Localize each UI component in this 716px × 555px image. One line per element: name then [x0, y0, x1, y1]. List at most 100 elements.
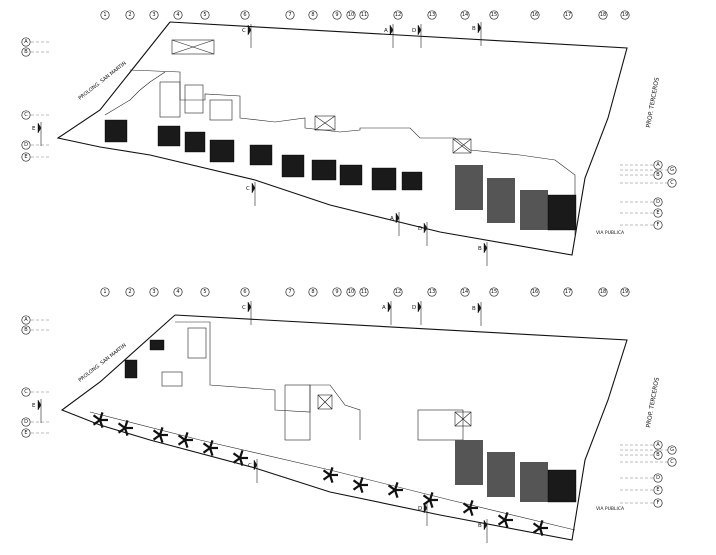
section-marker: B [472, 22, 482, 46]
section-marker: C [242, 301, 252, 325]
grid-row-bubble-right: C [667, 457, 677, 467]
grid-row-bubble-right: A [653, 160, 663, 170]
public-road-label-bottom: VIA PUBLICA [596, 506, 625, 512]
site-boundary-bottom [60, 314, 628, 541]
public-road-label-top: VIA PUBLICA [596, 230, 625, 236]
grid-column-bubble: 11 [359, 10, 369, 20]
grid-column-bubble: 16 [530, 287, 540, 297]
grid-row-bubble-left-label: B [24, 49, 28, 55]
street-label-bottom: PROLONG. SAN MARTIN [78, 342, 128, 383]
section-cut-arrow-icon [483, 519, 488, 531]
grid-column-bubble: 14 [460, 10, 470, 20]
grid-row-bubble-right-label: G [670, 167, 674, 173]
grid-row-bubble-right-label: D [656, 475, 660, 481]
tree-icon [352, 477, 368, 493]
grid-row-bubble-right-label: C [670, 180, 674, 186]
sidewalk-edge [89, 411, 576, 531]
grid-row-bubble-right-label: C [670, 459, 674, 465]
grid-column-bubble-label: 9 [335, 12, 338, 18]
tree-icon [152, 427, 168, 443]
grid-column-bubble: 16 [530, 10, 540, 20]
grid-column-bubble: 9 [332, 10, 342, 20]
section-marker-letter: A [384, 28, 388, 34]
grid-column-bubble: 12 [393, 287, 403, 297]
section-marker: E [32, 399, 42, 423]
section-cut-arrow-icon [423, 502, 428, 514]
grid-column-bubble-label: 5 [203, 12, 206, 18]
grid-column-bubble-label: 1 [103, 289, 106, 295]
grid-column-bubble: 11 [359, 287, 369, 297]
section-marker: A [384, 24, 394, 48]
grid-column-bubble: 8 [308, 10, 318, 20]
grid-column-bubble: 13 [427, 287, 437, 297]
tree-icon [532, 520, 548, 536]
grid-row-bubble-left-label: E [24, 430, 27, 436]
section-cut-arrow-icon [387, 301, 392, 313]
grid-row-bubble-left: E [21, 152, 31, 162]
section-cut-arrow-icon [417, 301, 422, 313]
grid-column-bubble: 18 [598, 287, 608, 297]
grid-column-bubble-label: 4 [176, 12, 179, 18]
grid-column-bubble-label: 11 [361, 12, 367, 18]
grid-column-bubble: 19 [620, 287, 630, 297]
grid-column-bubble-label: 7 [288, 289, 291, 295]
grid-column-bubble-label: 12 [395, 289, 401, 295]
grid-row-bubble-right-label: E [656, 210, 659, 216]
grid-row-bubble-right-label: A [656, 162, 660, 168]
grid-column-bubble: 6 [240, 10, 250, 20]
section-marker-letter: D [418, 226, 422, 232]
section-marker-letter: D [418, 506, 422, 512]
grid-row-bubble-left: D [21, 417, 31, 427]
section-marker: E [32, 122, 42, 146]
grid-column-bubble: 5 [200, 287, 210, 297]
third-party-label-bottom: PROP. TERCEROS [645, 377, 661, 429]
grid-column-bubble: 7 [285, 287, 295, 297]
section-marker-letter: B [478, 246, 482, 252]
section-cut-arrow-icon [389, 24, 394, 36]
grid-row-bubble-left-label: E [24, 154, 27, 160]
grid-row-bubble-left: D [21, 140, 31, 150]
section-cut-arrow-icon [483, 242, 488, 254]
grid-row-bubble-right: E [653, 485, 663, 495]
building-block-top [104, 39, 577, 235]
tree-icon [232, 450, 248, 466]
section-marker-letter: A [390, 216, 394, 222]
tree-icon [387, 482, 403, 498]
grid-row-bubble-right: A [653, 440, 663, 450]
grid-column-bubble-label: 8 [311, 12, 314, 18]
grid-column-bubble-label: 18 [600, 12, 606, 18]
grid-column-bubble-label: 13 [429, 289, 435, 295]
grid-row-bubble-right: B [653, 170, 663, 180]
grid-column-bubble-label: 4 [176, 289, 179, 295]
section-cut-arrow-icon [395, 212, 400, 224]
section-cut-arrow-icon [251, 182, 256, 194]
grid-column-bubble: 10 [346, 287, 356, 297]
section-marker-letter: A [382, 305, 386, 311]
grid-column-bubble: 17 [563, 10, 573, 20]
section-cut-arrow-icon [477, 302, 482, 314]
grid-column-bubble-label: 7 [288, 12, 291, 18]
section-marker: A [382, 301, 392, 325]
grid-row-bubble-right-label: F [657, 222, 660, 228]
section-marker-letter: D [412, 305, 416, 311]
grid-column-bubble-label: 3 [152, 289, 155, 295]
section-marker-letter: B [472, 306, 476, 312]
section-marker: B [472, 302, 482, 326]
tree-icon [322, 467, 338, 483]
grid-column-bubble-label: 8 [311, 289, 314, 295]
tree-icon [202, 440, 218, 456]
grid-column-bubble: 6 [240, 287, 250, 297]
section-marker: C [248, 459, 258, 483]
grid-column-bubble-label: 11 [361, 289, 367, 295]
grid-column-bubble: 2 [125, 10, 135, 20]
grid-column-bubble-label: 1 [103, 12, 106, 18]
grid-row-bubble-right: E [653, 208, 663, 218]
grid-column-bubble: 4 [173, 287, 183, 297]
grid-row-bubble-right: F [653, 220, 663, 230]
grid-column-bubble: 12 [393, 10, 403, 20]
grid-row-bubble-left: E [21, 428, 31, 438]
